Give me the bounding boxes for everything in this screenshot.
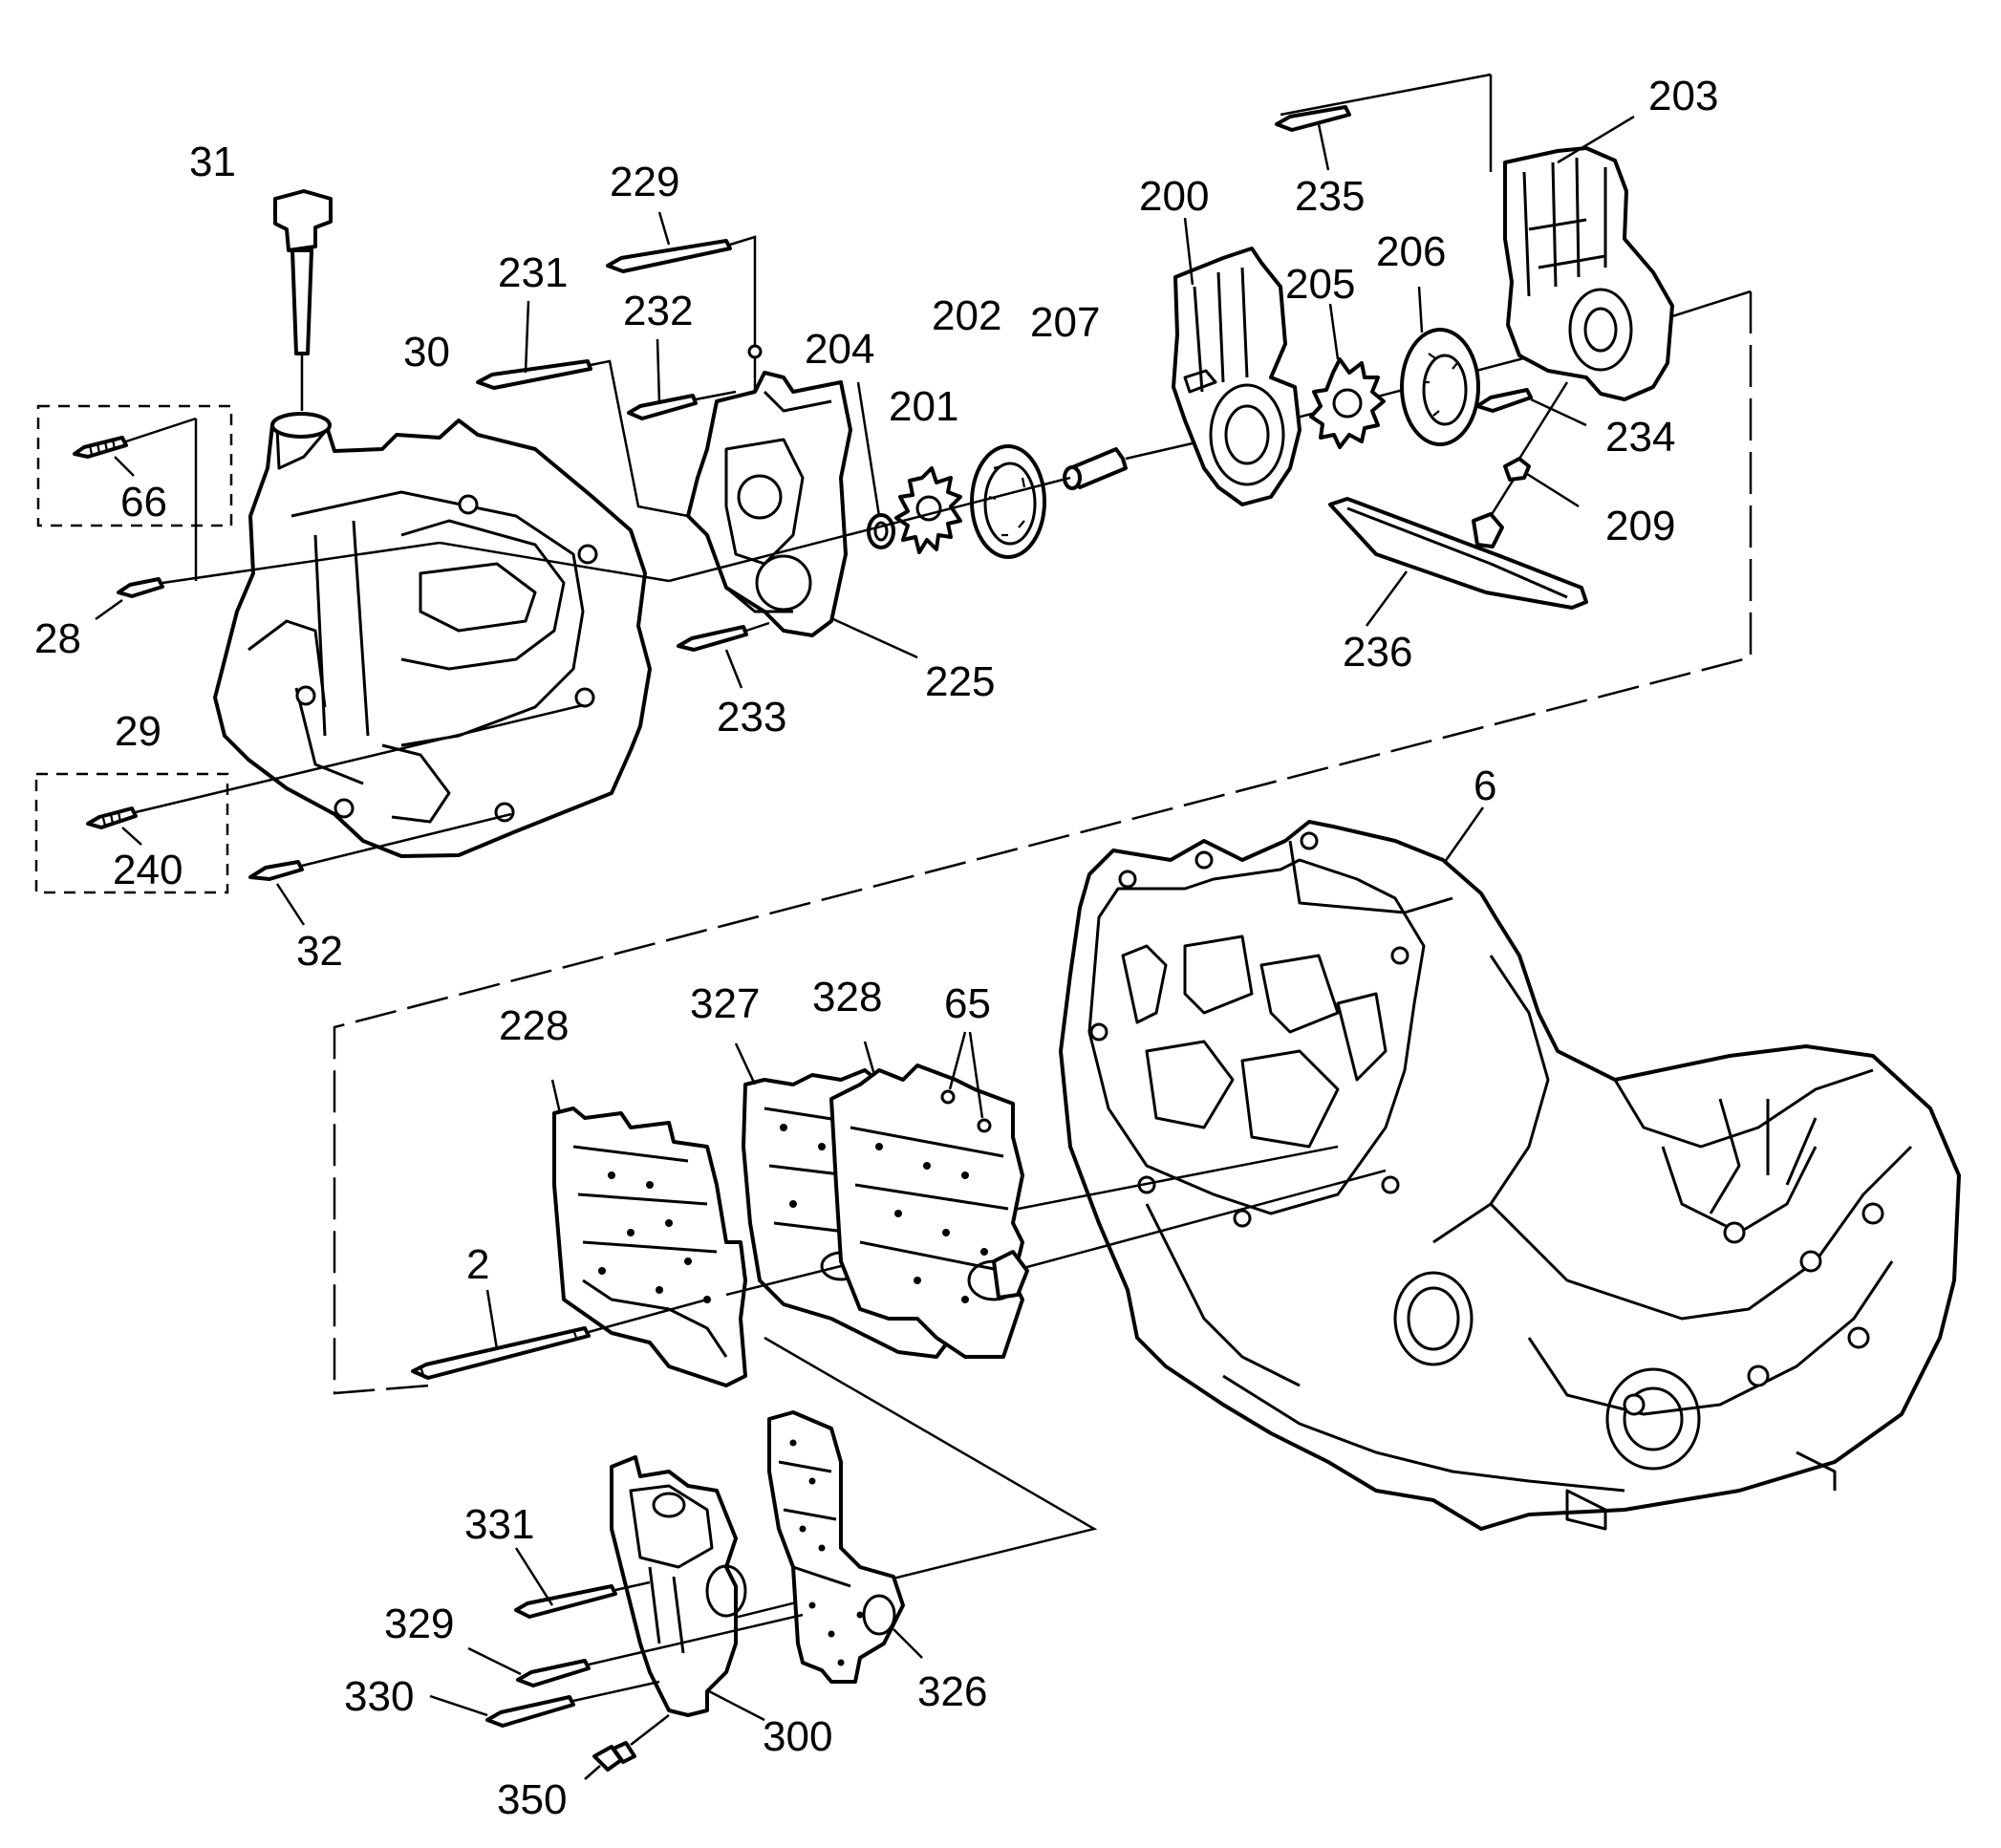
callout-328: 328: [812, 974, 882, 1021]
pump-connection-line: [1280, 73, 1493, 172]
callout-330: 330: [344, 1673, 414, 1720]
pump-housing-203: [1503, 115, 1674, 401]
bolt-233: [677, 621, 770, 689]
callout-30: 30: [403, 329, 450, 376]
pump-body-200: [1172, 217, 1302, 506]
ring-202: [970, 444, 1046, 559]
callout-231: 231: [498, 249, 568, 296]
bolt-329: [467, 1613, 804, 1687]
callout-225: 225: [925, 658, 995, 705]
valve-body-300: [610, 1455, 765, 1722]
checkballs-65: [940, 1031, 992, 1133]
bolt-28: [95, 541, 441, 621]
callout-201: 201: [889, 383, 958, 430]
callout-229: 229: [610, 159, 679, 205]
seal-204: [856, 381, 895, 549]
callout-235: 235: [1295, 173, 1365, 220]
bolt-232: [627, 338, 737, 420]
case-alignment-line-2: [1012, 1169, 1387, 1273]
bolt-66: [73, 417, 197, 477]
callout-28: 28: [34, 615, 81, 662]
callout-203: 203: [1648, 73, 1718, 119]
callout-66: 66: [120, 479, 167, 526]
callout-228: 228: [499, 1002, 569, 1049]
callout-32: 32: [296, 928, 343, 975]
callout-6: 6: [1474, 763, 1496, 809]
callout-65: 65: [944, 980, 991, 1027]
callout-31: 31: [189, 139, 236, 185]
bolt-2: [411, 1289, 708, 1380]
gear-205: [1309, 303, 1386, 449]
dipstick-31: [273, 189, 333, 411]
callout-233: 233: [717, 694, 786, 741]
valve-body-alignment-line: [725, 1264, 842, 1297]
filter-seal-236: [1328, 497, 1588, 627]
bolt-234: [1475, 388, 1587, 427]
bolt-231: [476, 300, 689, 518]
callout-200: 200: [1139, 173, 1209, 220]
side-cover-shaft-line: [439, 541, 670, 583]
callout-234: 234: [1605, 414, 1675, 461]
clip-209: [1489, 381, 1580, 517]
callout-202: 202: [932, 292, 1001, 339]
bolt-331: [514, 1547, 651, 1619]
callout-240: 240: [113, 847, 183, 893]
callout-206: 206: [1376, 228, 1446, 275]
callout-207: 207: [1030, 299, 1100, 346]
callout-350: 350: [497, 1776, 567, 1823]
callout-2: 2: [466, 1241, 489, 1288]
callout-329: 329: [384, 1601, 454, 1647]
callout-232: 232: [623, 288, 693, 334]
bolt-240: [86, 703, 584, 846]
side-cover-29: [213, 412, 652, 858]
callout-29: 29: [115, 708, 161, 755]
bolt-235: [1275, 105, 1351, 171]
bolt-66-box: [36, 404, 233, 527]
pump-axis-line: [668, 476, 1071, 583]
gear-201: [894, 466, 962, 554]
callout-300: 300: [763, 1713, 832, 1760]
fitting-350: [584, 1714, 670, 1780]
bolt-229: [606, 211, 757, 392]
bolt-32: [248, 812, 512, 926]
pump-cover-225: [686, 344, 918, 659]
callout-236: 236: [1343, 629, 1412, 676]
transmission-case-6: [1059, 806, 1961, 1531]
callout-327: 327: [690, 980, 760, 1027]
callout-209: 209: [1605, 503, 1675, 549]
bolt-330: [429, 1680, 660, 1728]
callout-331: 331: [464, 1501, 534, 1548]
case-alignment-line-1: [993, 1145, 1339, 1215]
plate-326: [767, 1410, 923, 1684]
callout-204: 204: [805, 326, 874, 373]
assembly-boundary-dashed-line: [333, 291, 1753, 1395]
ring-206: [1400, 286, 1480, 446]
valve-body-328: [829, 1041, 1029, 1359]
callout-326: 326: [917, 1668, 987, 1715]
bolt-240-box: [34, 772, 229, 894]
callout-205: 205: [1285, 261, 1355, 308]
